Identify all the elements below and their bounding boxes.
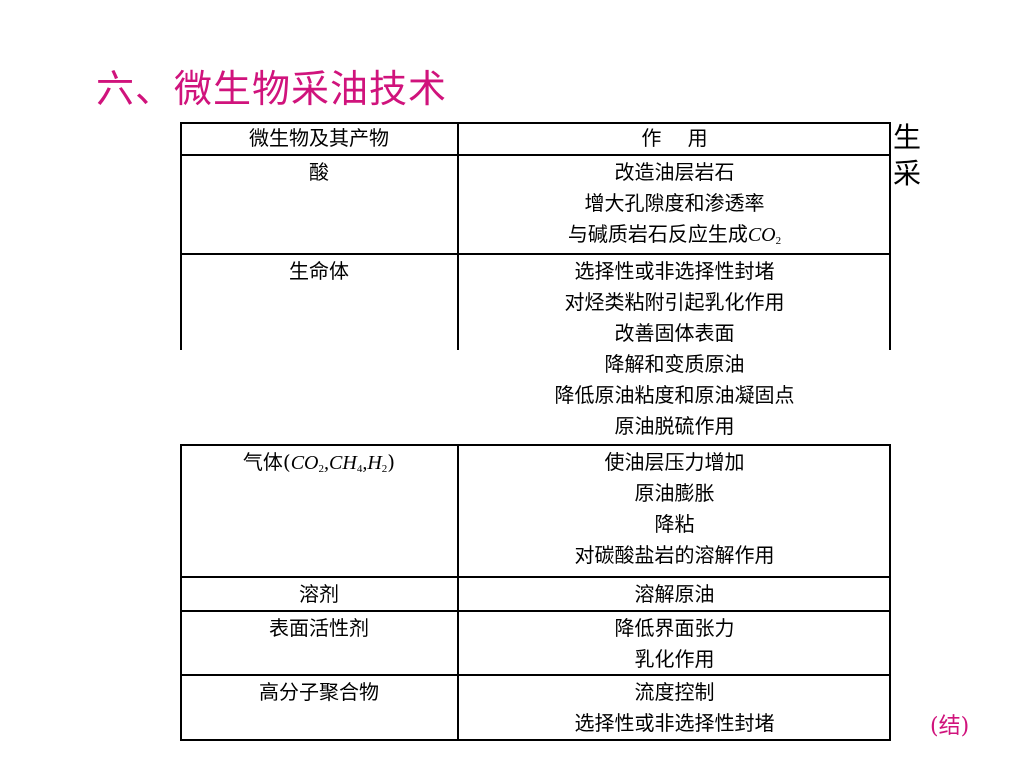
acid-name: 酸: [309, 160, 329, 184]
table-border: [180, 444, 891, 446]
acid-effect: 增大孔隙度和渗透率: [584, 191, 765, 215]
life-effect: 降解和变质原油: [604, 352, 745, 376]
solvent-effect: 溶解原油: [634, 582, 715, 606]
table-border: [180, 674, 891, 676]
table-border: [180, 576, 891, 578]
table-border: [889, 444, 891, 741]
gas-effect: 使油层压力增加: [604, 450, 745, 474]
life-effect: 原油脱硫作用: [614, 414, 735, 438]
life-name: 生命体: [289, 259, 349, 283]
polymer-name: 高分子聚合物: [259, 680, 379, 704]
life-effect: 对烃类粘附引起乳化作用: [564, 290, 785, 314]
life-effect: 选择性或非选择性封堵: [574, 259, 775, 283]
life-effect: 降低原油粘度和原油凝固点: [554, 383, 795, 407]
acid-effect-formula-line: 与碱质岩石反应生成CO2: [458, 219, 891, 257]
side-char: 生: [893, 121, 922, 154]
gas-effect: 原油膨胀: [634, 481, 715, 505]
microbe-table: 微生物及其产物 作 用 酸 改造油层岩石 增大孔隙度和渗透率 与碱质岩石反应生成…: [180, 122, 891, 741]
co2-formula: CO2: [747, 224, 782, 247]
header-col2: 作 用: [641, 126, 708, 150]
table-border: [180, 122, 891, 124]
life-effects: 选择性或非选择性封堵 对烃类粘附引起乳化作用 改善固体表面 降解和变质原油 降低…: [458, 256, 891, 442]
table-border: [180, 610, 891, 612]
table-border: [180, 444, 182, 741]
surfactant-name: 表面活性剂: [269, 616, 369, 640]
gas-effect: 对碳酸盐岩的溶解作用: [574, 543, 775, 567]
table-border: [180, 122, 182, 350]
polymer-effects: 流度控制 选择性或非选择性封堵: [458, 677, 891, 739]
solvent-name: 溶剂: [299, 582, 339, 606]
polymer-effect: 选择性或非选择性封堵: [574, 711, 775, 735]
continued-label: (结): [930, 714, 970, 739]
acid-effect: 改造油层岩石: [614, 160, 735, 184]
table-border: [457, 122, 459, 350]
surfactant-effects: 降低界面张力 乳化作用: [458, 613, 891, 675]
header-col1: 微生物及其产物: [249, 126, 389, 150]
table-border: [180, 154, 891, 156]
gas-effects: 使油层压力增加 原油膨胀 降粘 对碳酸盐岩的溶解作用: [458, 447, 891, 571]
table-border: [180, 739, 891, 741]
surfactant-effect: 乳化作用: [634, 647, 715, 671]
gas-name: 气体(CO2,CH4,H2): [242, 450, 396, 475]
life-effect: 改善固体表面: [614, 321, 735, 345]
polymer-effect: 流度控制: [634, 680, 715, 704]
acid-effects: 改造油层岩石 增大孔隙度和渗透率 与碱质岩石反应生成CO2: [458, 157, 891, 257]
page-title: 六、微生物采油技术: [96, 67, 448, 111]
gas-effect: 降粘: [654, 512, 695, 536]
table-border: [889, 122, 891, 350]
acid-effect: 与碱质岩石反应生成: [567, 222, 748, 246]
table-border: [457, 444, 459, 741]
table-border: [180, 253, 891, 255]
surfactant-effect: 降低界面张力: [614, 616, 735, 640]
side-text: 生 采: [893, 120, 933, 192]
side-char: 采: [893, 157, 922, 190]
